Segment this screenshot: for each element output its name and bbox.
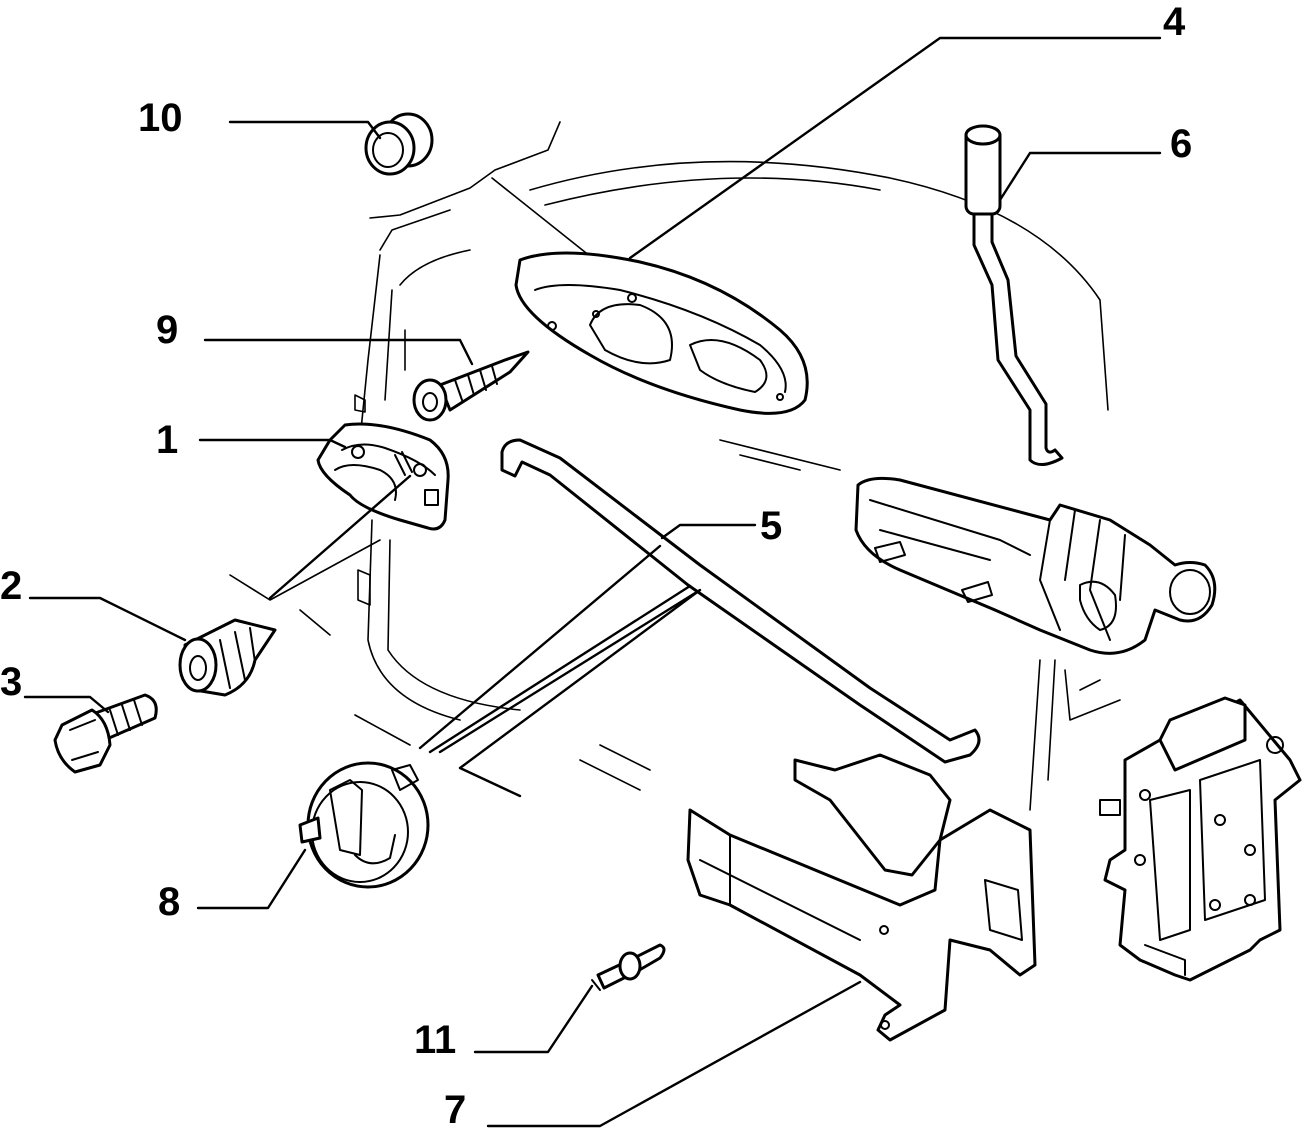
part-5-link-rod bbox=[500, 438, 981, 764]
part-11-rivet bbox=[591, 943, 666, 991]
callout-7: 7 bbox=[444, 1088, 467, 1132]
part-3-bolt bbox=[53, 693, 158, 774]
callout-11: 11 bbox=[414, 1018, 457, 1062]
part-7-support-bracket bbox=[686, 753, 1037, 1042]
part-9-screw bbox=[412, 350, 530, 422]
callout-5: 5 bbox=[760, 504, 783, 548]
callout-6: 6 bbox=[1170, 122, 1193, 166]
part-10-grommet bbox=[364, 112, 434, 176]
part-4-trim-plate bbox=[514, 251, 809, 415]
callout-4: 4 bbox=[1163, 0, 1186, 44]
callout-2: 2 bbox=[0, 564, 23, 608]
part-6-lock-rod bbox=[964, 124, 1064, 466]
part-2-cap bbox=[178, 618, 277, 697]
callout-8: 8 bbox=[158, 880, 181, 924]
door-frame-outline bbox=[229, 121, 1121, 811]
callout-3: 3 bbox=[0, 660, 23, 704]
callout-1: 1 bbox=[156, 418, 179, 462]
callout-9: 9 bbox=[156, 308, 179, 352]
door-latch bbox=[1099, 696, 1302, 982]
outer-door-handle bbox=[854, 476, 1217, 655]
part-8-lock-housing bbox=[298, 761, 430, 889]
part-1-release-mechanism bbox=[316, 422, 450, 531]
callout-10: 10 bbox=[138, 96, 183, 140]
leader-lines bbox=[23, 36, 1162, 1128]
